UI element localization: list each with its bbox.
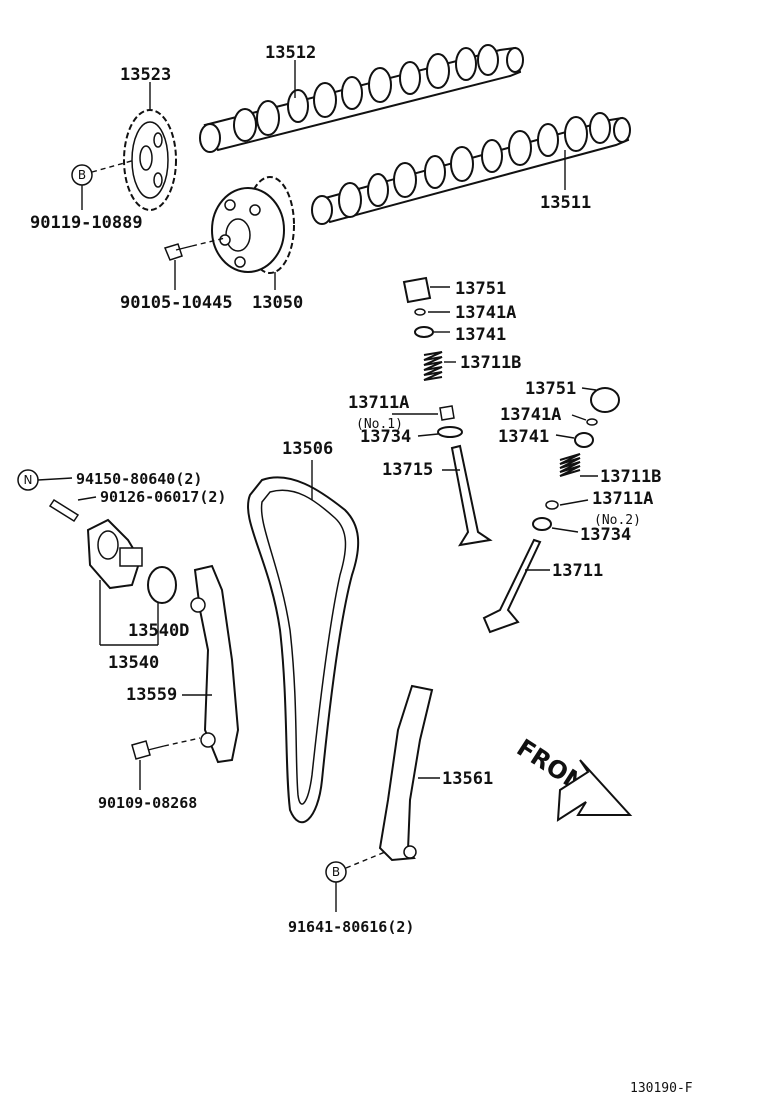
marker-b-upper-text: B [78,168,86,182]
label-13715: 13715 [382,460,433,480]
label-13734-lower: 13734 [580,525,631,545]
label-90119-10889: 90119-10889 [30,213,143,233]
label-13711b-upper: 13711B [460,353,521,373]
marker-b-lower-text: B [332,865,340,879]
label-13741-lower: 13741 [498,427,549,447]
label-13540d: 13540D [128,621,189,641]
marker-n-text: N [24,473,33,487]
figure-code: 130190-F [630,1081,693,1096]
label-90109-08268: 90109-08268 [98,794,197,812]
label-13741a-lower: 13741A [500,405,561,425]
label-13512: 13512 [265,43,316,63]
label-13540: 13540 [108,653,159,673]
label-13711a-upper: 13711A [348,393,409,413]
front-arrow: FRONT [512,734,633,822]
marker-b-lower: B [325,851,386,912]
label-13711: 13711 [552,561,603,581]
label-13734-upper: 13734 [360,427,411,447]
label-91641-80616: 91641-80616(2) [288,918,414,936]
camshaft-timing-gear [211,176,295,274]
chain-guide-left [182,564,240,764]
label-13751-lower: 13751 [525,379,576,399]
label-13711b-lower: 13711B [600,467,661,487]
chain-tensioner [86,518,177,646]
label-13523: 13523 [120,65,171,85]
label-13751-upper: 13751 [455,279,506,299]
label-13050: 13050 [252,293,303,313]
label-13511: 13511 [540,193,591,213]
label-no2: (No.2) [594,513,641,528]
label-13506: 13506 [282,439,333,459]
label-13561: 13561 [442,769,493,789]
camshaft-upper [199,44,524,153]
marker-b-upper: B [71,159,136,210]
timing-chain [247,460,360,824]
bolt-90109 [131,737,201,790]
label-13711a-lower: 13711A [592,489,653,509]
valve-train-no2 [482,387,620,634]
bolt-90105 [163,237,226,290]
label-13741a-upper: 13741A [455,303,516,323]
label-no1: (No.1) [356,417,403,432]
valve-train-no1 [392,276,493,547]
label-13741-upper: 13741 [455,325,506,345]
label-90126-06017: 90126-06017(2) [100,488,226,506]
camshaft-sprocket [123,109,177,211]
label-94150-80640: 94150-80640(2) [76,470,202,488]
label-13559: 13559 [126,685,177,705]
label-90105-10445: 90105-10445 [120,293,233,313]
chain-guide-right [378,684,440,862]
bolt-90126: N [17,469,97,523]
camshaft-lower [311,112,631,225]
